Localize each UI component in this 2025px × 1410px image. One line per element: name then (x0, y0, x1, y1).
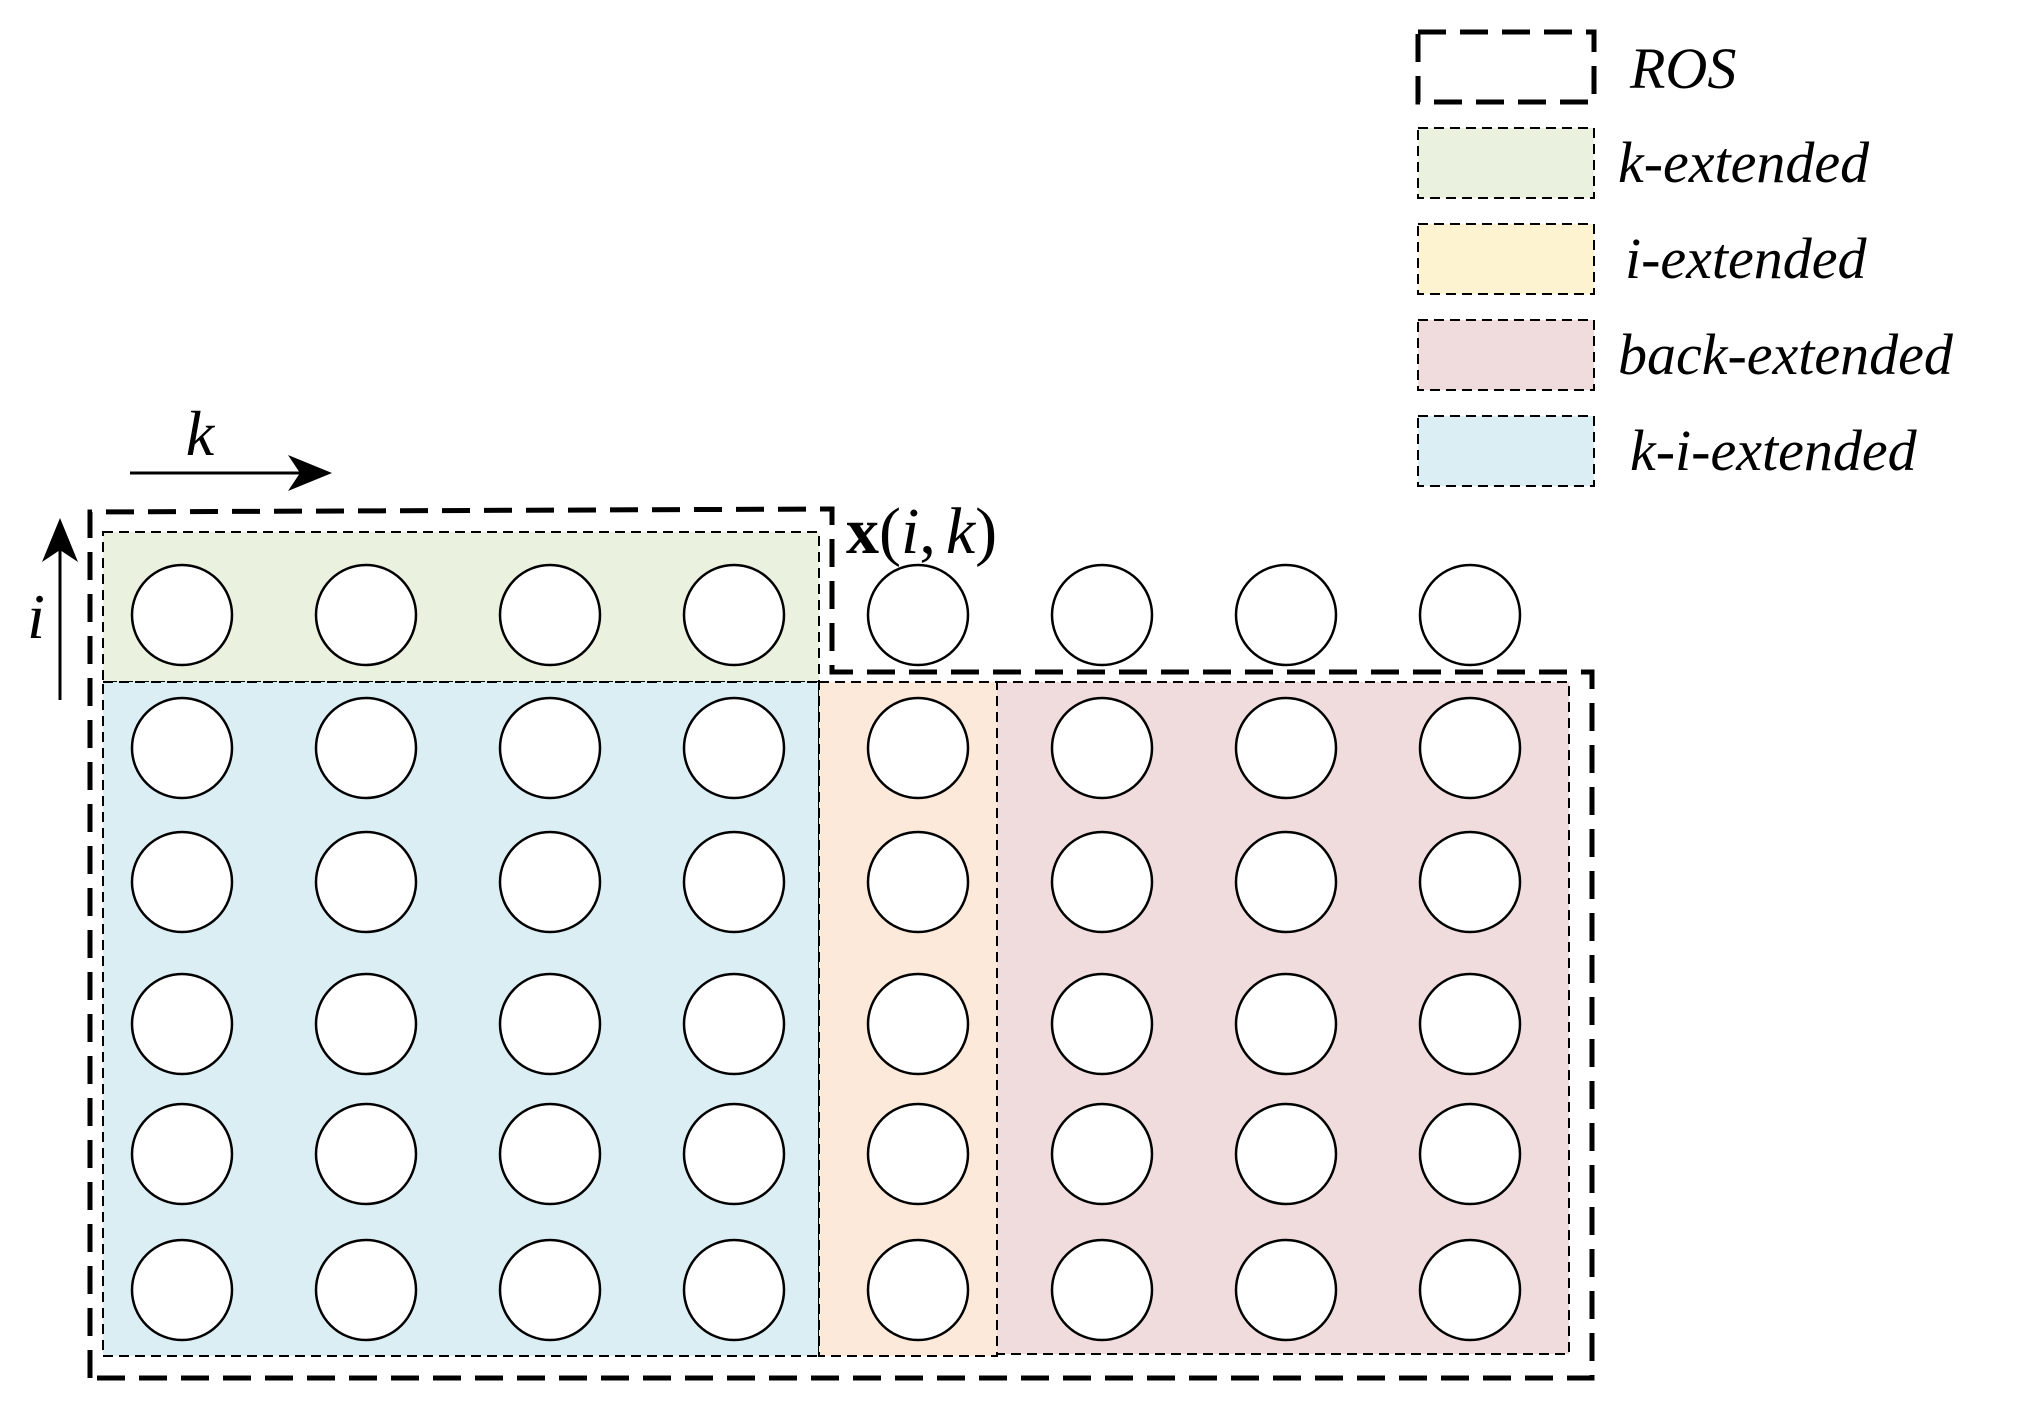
grid-node (314, 1238, 418, 1342)
ros-boundary (87, 506, 1595, 1381)
grid-node (314, 972, 418, 1076)
grid-node (1234, 1102, 1338, 1206)
grid-node (866, 696, 970, 800)
i-axis-label: i (27, 581, 45, 652)
legend: ROS k-extended i-extended back-extended … (1415, 29, 1954, 487)
grid-node (498, 1102, 602, 1206)
legend-label-i-extended: i-extended (1625, 226, 1868, 291)
grid-node (866, 1238, 970, 1342)
grid-node (1418, 563, 1522, 667)
grid-node (1418, 1238, 1522, 1342)
legend-swatch-k-extended (1417, 127, 1595, 199)
grid-node (314, 830, 418, 934)
grid-node (682, 972, 786, 1076)
grid-node (1234, 1238, 1338, 1342)
grid-node (130, 696, 234, 800)
grid-node (130, 1102, 234, 1206)
grid-node (1050, 1238, 1154, 1342)
grid-node (1050, 972, 1154, 1076)
grid-node (314, 1102, 418, 1206)
grid-node (1418, 1102, 1522, 1206)
legend-label-k-i-extended: k-i-extended (1630, 418, 1918, 483)
legend-swatch-k-i-extended (1417, 415, 1595, 487)
legend-swatch-back-extended (1417, 319, 1595, 391)
grid-node (130, 563, 234, 667)
grid-node (682, 1238, 786, 1342)
grid-node (1418, 972, 1522, 1076)
k-axis-arrow (130, 455, 332, 491)
point-label: x(i,k) (846, 495, 997, 568)
grid-node (1050, 563, 1154, 667)
legend-label-k-extended: k-extended (1618, 130, 1870, 195)
grid-node (1050, 830, 1154, 934)
grid-node (866, 1102, 970, 1206)
grid-node (1050, 696, 1154, 800)
grid-node (1234, 830, 1338, 934)
grid-node (866, 830, 970, 934)
grid-node (130, 830, 234, 934)
i-axis-arrow (42, 518, 78, 700)
legend-label-ros: ROS (1629, 36, 1736, 101)
grid-node (314, 696, 418, 800)
legend-label-back-extended: back-extended (1618, 322, 1954, 387)
legend-swatch-i-extended (1417, 223, 1595, 295)
grid-node (1418, 696, 1522, 800)
legend-swatch-ros (1415, 29, 1597, 105)
grid-node (130, 1238, 234, 1342)
grid-node (1234, 972, 1338, 1076)
grid-node (130, 972, 234, 1076)
grid-node (682, 1102, 786, 1206)
sample-grid (130, 563, 1522, 1342)
grid-node (1234, 563, 1338, 667)
grid-node (498, 830, 602, 934)
grid-node (866, 972, 970, 1076)
grid-node (1050, 1102, 1154, 1206)
k-axis-label: k (186, 398, 216, 469)
grid-node (866, 563, 970, 667)
grid-node (682, 563, 786, 667)
grid-node (498, 972, 602, 1076)
grid-node (498, 696, 602, 800)
grid-node (498, 1238, 602, 1342)
grid-node (682, 830, 786, 934)
grid-node (314, 563, 418, 667)
grid-node (1418, 830, 1522, 934)
grid-node (682, 696, 786, 800)
grid-node (1234, 696, 1338, 800)
grid-node (498, 563, 602, 667)
